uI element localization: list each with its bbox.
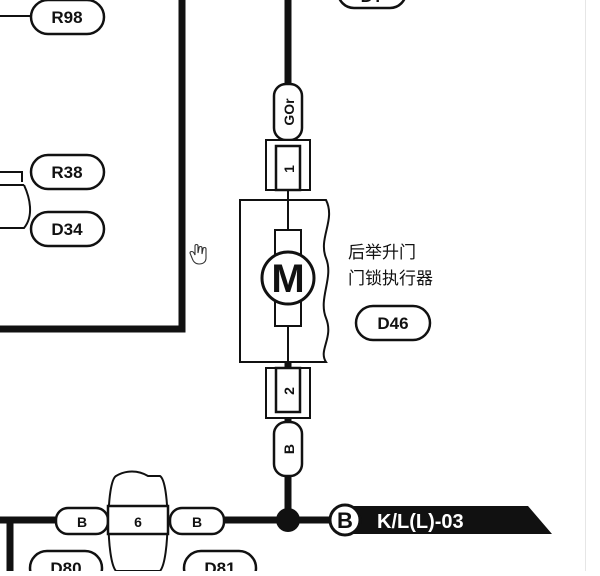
connector-label: D46 bbox=[377, 314, 408, 333]
component-name-line1: 后举升门 bbox=[348, 243, 416, 263]
connector-pin-1[interactable]: 1 bbox=[265, 139, 311, 200]
page-edge-line bbox=[585, 0, 586, 571]
wire-tag-b-left[interactable]: B bbox=[54, 506, 110, 536]
connector-label: D81 bbox=[204, 559, 235, 571]
bus-reference[interactable]: B K/L(L)-03 bbox=[328, 503, 552, 537]
connector-label: D34 bbox=[51, 220, 83, 239]
connector-oval bbox=[29, 210, 106, 248]
r38-lead-wire bbox=[0, 171, 23, 182]
wire-tag-box bbox=[168, 506, 226, 536]
tailgate-lock-actuator[interactable]: M bbox=[239, 199, 331, 363]
connector-r98[interactable]: R98 bbox=[29, 0, 106, 36]
wire-tag-gor[interactable]: GOr bbox=[272, 82, 304, 142]
wire-color-label: B bbox=[77, 514, 87, 530]
junction-dot bbox=[276, 508, 300, 532]
connector-oval bbox=[182, 549, 258, 576]
connector-label: D? bbox=[361, 0, 384, 6]
wire-segment bbox=[0, 516, 14, 571]
connector-pin-2[interactable]: 2 bbox=[265, 362, 311, 422]
wire-tag-b-right[interactable]: B bbox=[168, 506, 226, 536]
wire-color-label: B bbox=[281, 444, 297, 454]
connector-d80[interactable]: D80 bbox=[28, 549, 104, 576]
connector-label: D80 bbox=[50, 559, 81, 571]
bus-label: K/L(L)-03 bbox=[377, 511, 464, 533]
motor-icon bbox=[260, 250, 316, 306]
motor-label: M bbox=[271, 257, 304, 301]
pin-number: 1 bbox=[281, 165, 297, 173]
connector-top-partial[interactable]: D? bbox=[338, 0, 406, 10]
wire-tag-b-vertical[interactable]: B bbox=[272, 420, 304, 478]
wire-color-label: GOr bbox=[281, 98, 297, 126]
bus-arrow bbox=[344, 506, 552, 534]
connector-oval bbox=[338, 0, 406, 10]
pin-number: 2 bbox=[281, 387, 297, 395]
frame-wire bbox=[0, 0, 186, 333]
connector-oval bbox=[29, 153, 106, 191]
connector-oval bbox=[28, 549, 104, 576]
wire-tag-box bbox=[272, 420, 304, 478]
wire-color-label: B bbox=[192, 514, 202, 530]
bus-circle-icon bbox=[328, 503, 362, 537]
component-name-line2: 门锁执行器 bbox=[348, 269, 433, 289]
connector-oval bbox=[354, 304, 432, 342]
connector-label: R98 bbox=[51, 8, 82, 27]
pin-number: 6 bbox=[134, 514, 142, 530]
component-name: 后举升门 门锁执行器 bbox=[348, 243, 433, 289]
connector-d81[interactable]: D81 bbox=[182, 549, 258, 576]
d34-lead-wire bbox=[0, 184, 31, 229]
connector-d34[interactable]: D34 bbox=[29, 210, 106, 248]
hand-cursor-icon bbox=[189, 243, 207, 265]
pin-inner bbox=[274, 144, 302, 192]
connector-oval bbox=[29, 0, 106, 36]
pin-inner bbox=[274, 366, 302, 414]
connector-d46[interactable]: D46 bbox=[354, 304, 432, 342]
connector-pin-6[interactable]: 6 bbox=[106, 470, 170, 572]
left-frame-wires bbox=[0, 0, 186, 333]
connector-label: R38 bbox=[51, 163, 82, 182]
pin-inner bbox=[106, 504, 170, 536]
connector-r38[interactable]: R38 bbox=[29, 153, 106, 191]
bus-circle-label: B bbox=[337, 508, 353, 533]
